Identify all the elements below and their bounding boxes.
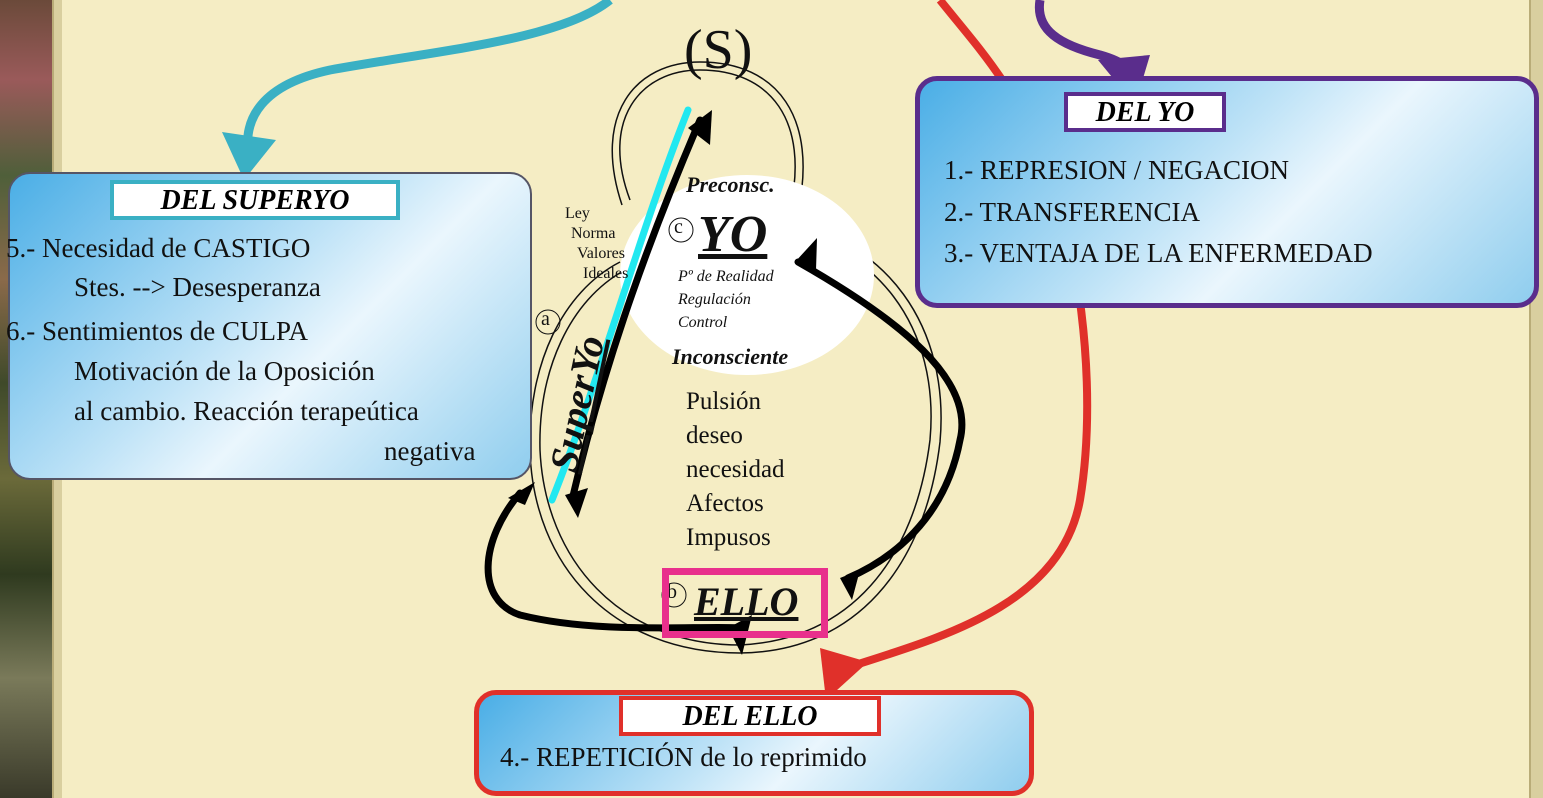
superyo-line-2: Stes. --> Desesperanza (74, 272, 321, 302)
superyo-arrowhead-lower (565, 488, 588, 518)
ello-arrowhead-right (840, 570, 860, 600)
flow-paths (484, 116, 966, 632)
yo-box-title: DEL YO (1064, 92, 1226, 132)
yo-line-1: 1.- REPRESION / NEGACION (944, 155, 1290, 185)
psyche-circle (529, 217, 942, 654)
superyo-line-6: negativa (384, 436, 476, 466)
ello-box-title: DEL ELLO (619, 696, 881, 736)
superyo-value-valores: Valores (577, 245, 625, 262)
preconsc-label: Preconsc. (686, 172, 775, 197)
realidad-label: Pº de Realidad (678, 268, 774, 285)
superyo-cyan-path (548, 106, 692, 504)
superyo-line-3: 6.- Sentimientos de CULPA (6, 316, 309, 346)
yo-arrowhead (795, 238, 817, 270)
marker-c-circle (668, 217, 694, 243)
superyo-box-title: DEL SUPERYO (110, 180, 400, 220)
yo-zone (620, 175, 874, 375)
superyo-arrowhead (508, 482, 535, 505)
upward-arrowhead (688, 110, 712, 145)
ello-label-box (662, 568, 828, 638)
marker-c: c (674, 216, 683, 238)
upper-loop (611, 61, 804, 213)
superyo-link-arrow (243, 0, 613, 151)
superyo-line-1: 5.- Necesidad de CASTIGO (6, 233, 311, 263)
drive-afectos: Afectos (686, 490, 764, 517)
superyo-value-norma: Norma (571, 225, 616, 242)
superyo-line-5: al cambio. Reacción terapeútica (74, 396, 419, 426)
yo-line-2: 2.- TRANSFERENCIA (944, 197, 1201, 227)
drive-impusos: Impusos (686, 524, 771, 551)
s-label: (S) (684, 19, 753, 81)
yo-line-3: 3.- VENTAJA DE LA ENFERMEDAD (944, 238, 1373, 268)
superyo-value-ley: Ley (565, 205, 590, 222)
superyo-value-ideales: Ideales (583, 265, 629, 282)
yo-mechanisms-box (915, 76, 1539, 308)
drive-deseo: deseo (686, 422, 743, 449)
marker-b: b (667, 581, 677, 603)
superyo-mechanisms-box (8, 172, 532, 480)
inconsciente-label: Inconsciente (672, 344, 789, 369)
marker-a: a (541, 308, 550, 330)
ello-line-1: 4.- REPETICIÓN de lo reprimido (500, 742, 867, 772)
drive-pulsion: Pulsión (686, 388, 762, 415)
marker-a-circle (535, 309, 561, 335)
control-label: Control (678, 314, 728, 331)
regulacion-label: Regulación (678, 291, 751, 308)
ello-link-arrowhead (820, 648, 868, 700)
yo-label: YO (698, 206, 768, 263)
superyo-link-arrowhead (222, 132, 276, 180)
superyo-line-4: Motivación de la Oposición (74, 356, 375, 386)
ello-label: ELLO (694, 579, 799, 624)
drive-necesidad: necesidad (686, 456, 785, 483)
